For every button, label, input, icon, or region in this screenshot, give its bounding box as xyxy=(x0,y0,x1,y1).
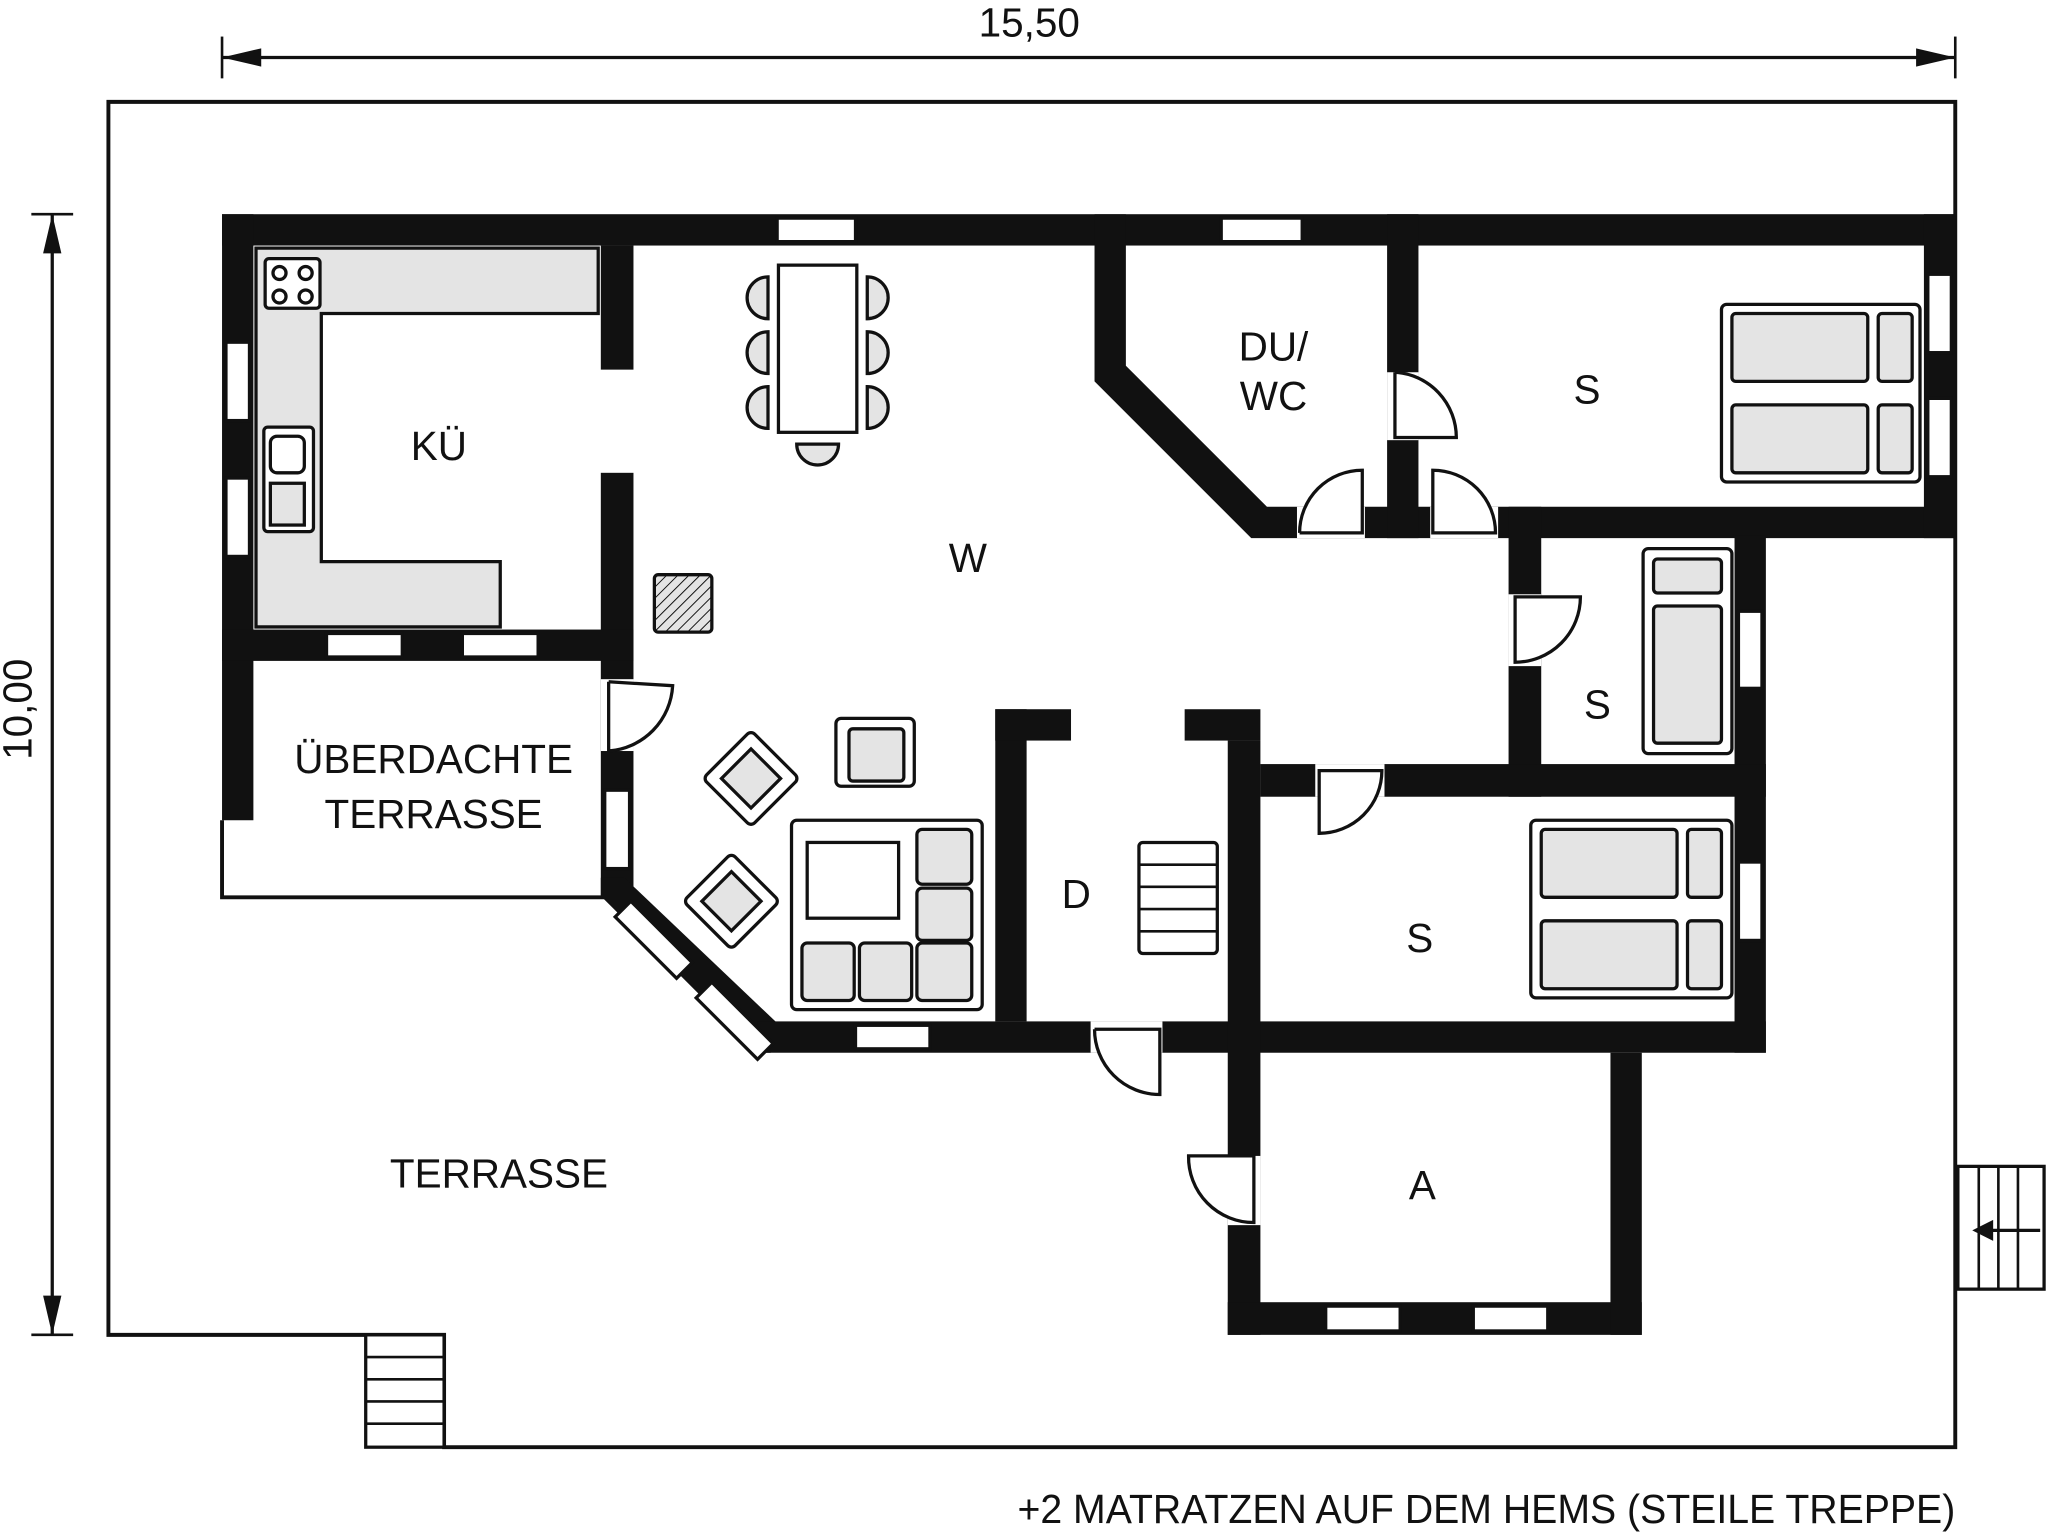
width-dimension: 15,50 xyxy=(220,0,1957,79)
room-label-utility: A xyxy=(1409,1162,1436,1208)
arrow-left-icon xyxy=(1972,1219,1994,1241)
room-label-bathroom-2: WC xyxy=(1240,373,1307,419)
height-label: 10,00 xyxy=(0,659,40,760)
room-label-bedroom-1: S xyxy=(1573,367,1600,413)
room-label-terrace: TERRASSE xyxy=(390,1150,608,1196)
doors xyxy=(600,370,1583,1226)
height-dimension: 10,00 xyxy=(0,212,74,1337)
living-furniture xyxy=(683,716,984,1012)
room-label-living: W xyxy=(949,535,988,581)
fireplace xyxy=(652,573,714,634)
room-label-bedroom-2: S xyxy=(1584,681,1611,727)
room-label-kitchen: KÜ xyxy=(411,423,467,469)
room-label-covered-terrace-1: ÜBERDACHTE xyxy=(294,736,573,782)
windows xyxy=(224,216,1953,1333)
beds xyxy=(1529,302,1922,1000)
footnote: +2 MATRATZEN AUF DEM HEMS (STEILE TREPPE… xyxy=(1017,1486,1955,1532)
room-label-hall: D xyxy=(1062,871,1091,917)
stairs-hall xyxy=(1137,840,1219,956)
room-label-covered-terrace-2: TERRASSE xyxy=(325,791,543,837)
dining-table xyxy=(745,263,890,467)
stairs-terrace-right xyxy=(1956,1164,2046,1291)
kitchen-counter xyxy=(254,246,600,629)
room-label-bedroom-3: S xyxy=(1406,915,1433,961)
stairs-terrace-bottom xyxy=(364,1333,446,1449)
room-label-bathroom-1: DU/ xyxy=(1239,323,1309,369)
width-label: 15,50 xyxy=(979,0,1080,46)
